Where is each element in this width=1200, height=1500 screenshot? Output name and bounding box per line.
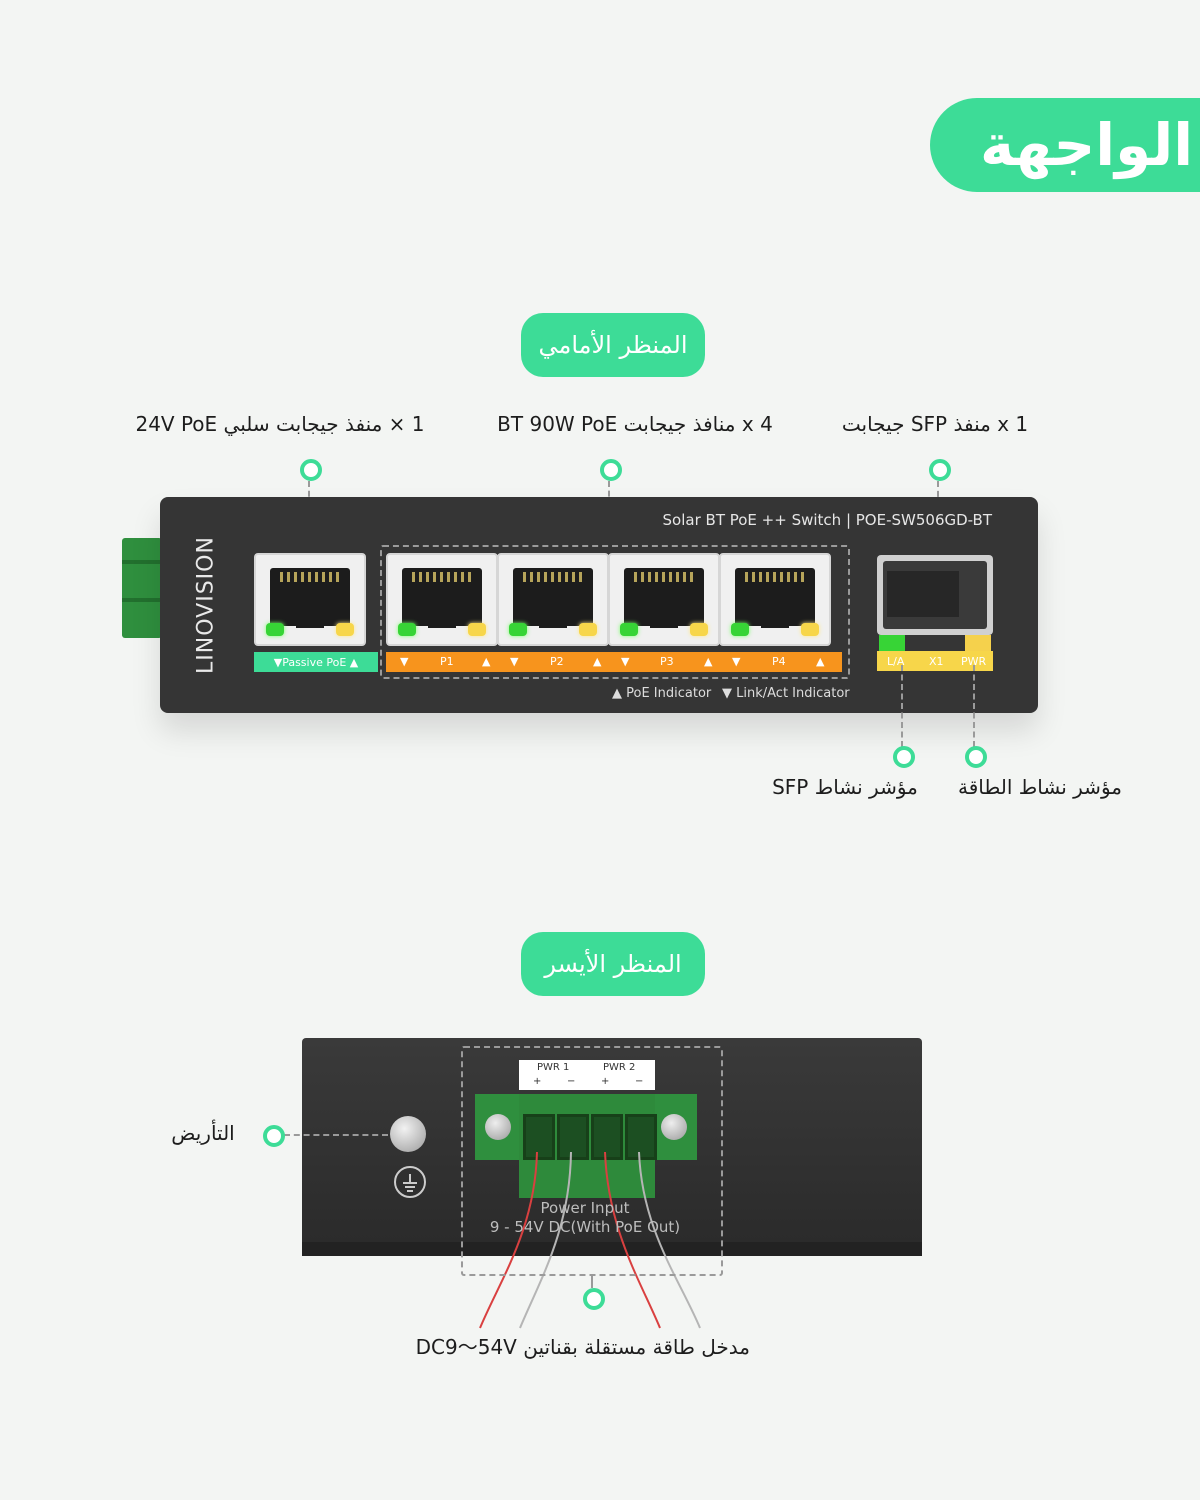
leader-line: [591, 1276, 593, 1288]
pwr2-label: PWR 2: [603, 1062, 636, 1073]
ground-symbol-icon: [394, 1166, 426, 1198]
callout-dot: [893, 746, 915, 768]
ground-screw-icon[interactable]: [390, 1116, 426, 1152]
brand-logo: LINOVISION: [193, 536, 219, 674]
pwr-label: PWR 1 PWR 2 + − + −: [519, 1060, 655, 1090]
sfp-label-x1: X1: [929, 655, 944, 668]
callout-sfp-port: 1 x منفذ SFP جيجابت: [841, 412, 1029, 436]
sfp-leds: [877, 633, 993, 651]
bt-ports-group: [380, 545, 850, 679]
model-label: Solar BT PoE ++ Switch | POE-SW506GD-BT: [662, 511, 992, 529]
link-indicator-legend: ▼ Link/Act Indicator: [722, 686, 850, 701]
poe-indicator-legend: ▲ PoE Indicator: [612, 686, 712, 701]
leader-line: [973, 665, 975, 747]
sfp-port[interactable]: [877, 555, 993, 635]
pwr1-label: PWR 1: [537, 1062, 570, 1073]
screw-icon: [661, 1114, 687, 1140]
callout-power-input: مدخل طاقة مستقلة بقناتين DC9〜54V: [415, 1335, 750, 1359]
callout-bt-ports: 4 x منافذ جيجابت BT 90W PoE: [497, 412, 773, 436]
port-p2[interactable]: [497, 553, 609, 646]
port-label-p1: P1: [440, 655, 454, 668]
leader-line: [901, 665, 903, 747]
callout-passive-port: 1 × منفذ جيجابت سلبي 24V PoE: [135, 412, 425, 436]
left-view-title: المنظر الأيسر: [521, 932, 705, 996]
power-wires: [479, 1151, 701, 1329]
port-p3[interactable]: [608, 553, 720, 646]
power-terminal-plug[interactable]: [519, 1094, 657, 1198]
sfp-label-pwr: PWR: [961, 655, 987, 668]
front-view-title: المنظر الأمامي: [521, 313, 705, 377]
callout-sfp-activity: مؤشر نشاط SFP: [772, 775, 918, 799]
callout-dot: [965, 746, 987, 768]
screw-icon: [485, 1114, 511, 1140]
page-title: الواجهة: [930, 98, 1200, 192]
passive-poe-port[interactable]: [254, 553, 366, 646]
sfp-label-strip: L/A X1 PWR: [877, 651, 993, 671]
power-input-group: [461, 1046, 723, 1276]
side-terminal-block: [122, 538, 162, 638]
port-label-strip: ▼P1▲ ▼P2▲ ▼P3▲ ▼P4▲: [386, 652, 842, 672]
port-p1[interactable]: [386, 553, 498, 646]
callout-power-activity: مؤشر نشاط الطاقة: [958, 775, 1122, 799]
callout-dot: [929, 459, 951, 481]
port-label-p3: P3: [660, 655, 674, 668]
callout-grounding: التأريض: [171, 1121, 235, 1145]
port-label-p2: P2: [550, 655, 564, 668]
passive-poe-label: ▼Passive PoE ▲: [254, 652, 378, 672]
callout-dot: [600, 459, 622, 481]
callout-dot: [263, 1125, 285, 1147]
side-panel-rim: [302, 1242, 922, 1256]
callout-dot: [300, 459, 322, 481]
power-input-label: Power Input: [540, 1199, 630, 1217]
sfp-label-la: L/A: [887, 655, 905, 668]
leader-line: [284, 1134, 388, 1136]
callout-dot: [583, 1288, 605, 1310]
port-label-p4: P4: [772, 655, 786, 668]
voltage-label: 9 - 54V DC(With PoE Out): [489, 1218, 681, 1236]
port-p4[interactable]: [719, 553, 831, 646]
